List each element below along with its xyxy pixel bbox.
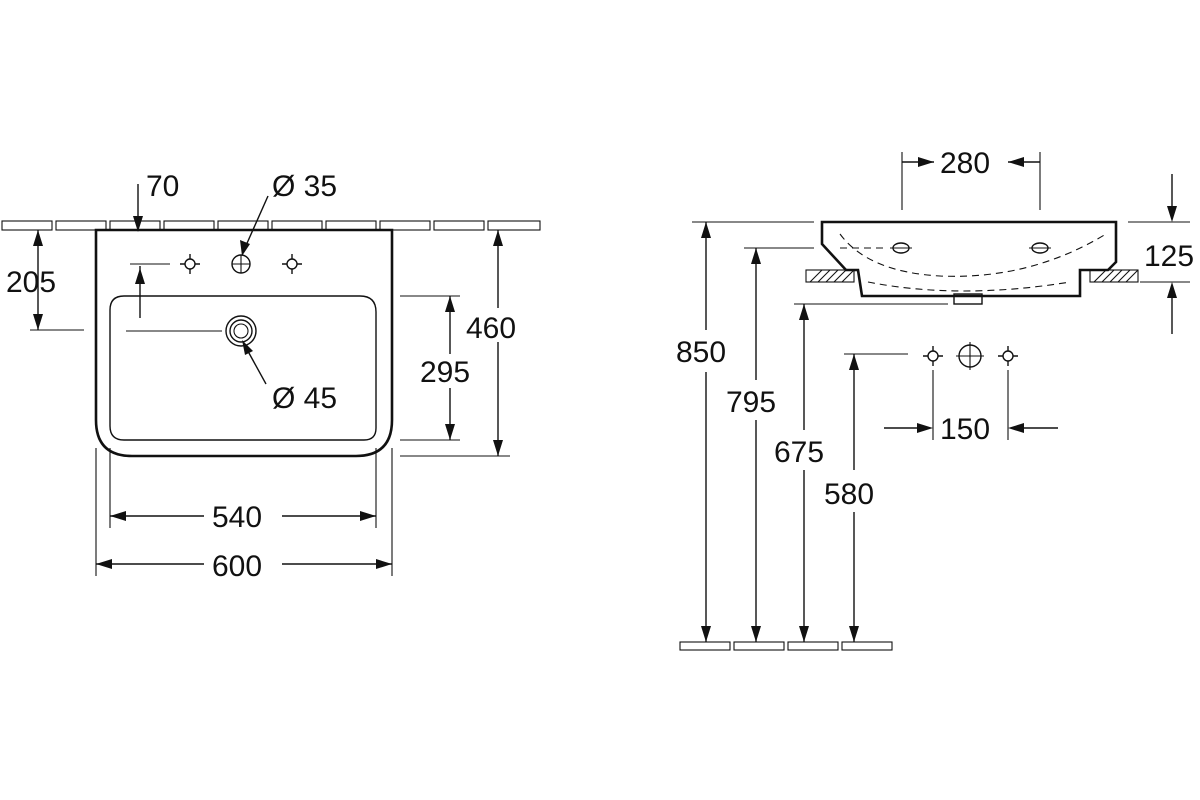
- drain-icon: [225, 315, 257, 347]
- basin-side-outline: [820, 220, 1118, 298]
- dim-70: 70: [146, 170, 179, 203]
- wall-bracket-left: [805, 269, 855, 283]
- layout-tap-left-icon: [922, 345, 944, 367]
- dim-795: 795: [726, 386, 776, 419]
- side-view: 280: [676, 147, 1194, 651]
- wall-tiles-front: [1, 220, 541, 231]
- dim-280: 280: [940, 147, 990, 180]
- dim-460: 460: [466, 312, 516, 345]
- dim-125: 125: [1144, 240, 1194, 273]
- tap-hole-right-icon: [281, 253, 303, 275]
- dim-295: 295: [420, 356, 470, 389]
- floor-tiles: [679, 641, 893, 651]
- dim-dia45: Ø 45: [272, 382, 337, 415]
- dim-580: 580: [824, 478, 874, 511]
- basin-side-bowl: [839, 233, 1107, 277]
- dim-dia35: Ø 35: [272, 170, 337, 203]
- dim-540: 540: [212, 501, 262, 534]
- dim-205: 205: [6, 266, 56, 299]
- tap-hole-left-icon: [179, 253, 201, 275]
- front-view: 70 Ø 35 205 Ø 45 295 460: [1, 170, 541, 583]
- dim-600: 600: [212, 550, 262, 583]
- wall-bracket-right: [1089, 269, 1139, 283]
- dim-150: 150: [940, 413, 990, 446]
- layout-tap-right-icon: [997, 345, 1019, 367]
- layout-tap-center-icon: [956, 342, 984, 370]
- dim-675: 675: [774, 436, 824, 469]
- side-drain-icon: [953, 293, 983, 305]
- basin-outline: [94, 228, 394, 458]
- dim-850: 850: [676, 336, 726, 369]
- basin-bowl: [109, 295, 377, 441]
